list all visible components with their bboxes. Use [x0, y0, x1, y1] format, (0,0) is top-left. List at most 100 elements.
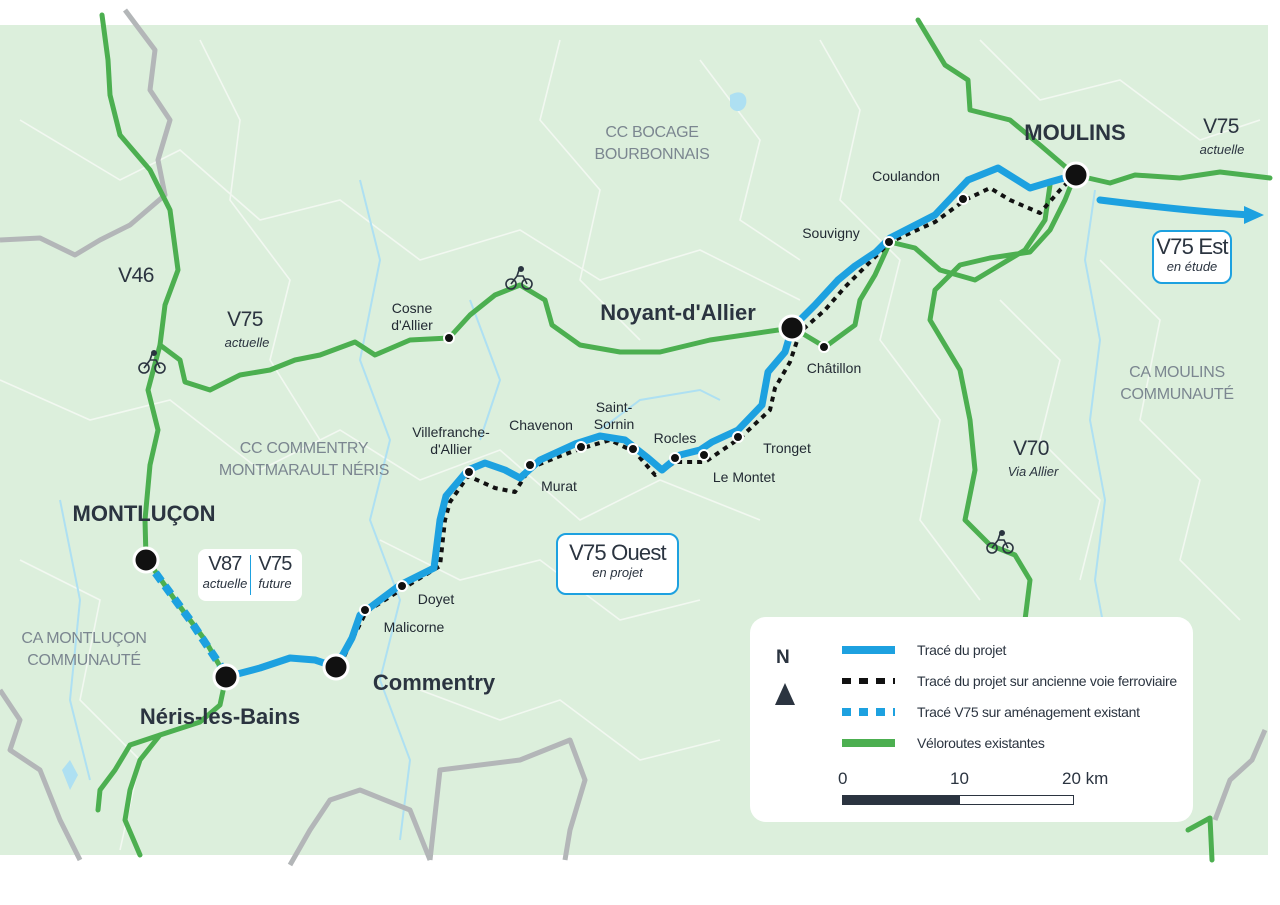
town-label-noyant: Noyant-d'Allier	[600, 300, 756, 325]
legend-label: Véloroutes existantes	[917, 735, 1045, 751]
stop-label-cosne: d'Allier	[391, 317, 433, 333]
legend-swatch-railway	[842, 678, 895, 684]
scale-label-10: 10	[950, 769, 969, 788]
v75-est-badge: V75 Est en étude	[1152, 230, 1232, 284]
stop-dot-saint-sornin[interactable]	[627, 443, 639, 455]
existing-veloroutes	[95, 12, 1273, 863]
scale-label-20: 20 km	[1062, 769, 1109, 788]
v75-existing-dashed	[142, 557, 226, 671]
stop-dot-chavenon[interactable]	[575, 441, 587, 453]
legend-swatch-existing-v75	[842, 708, 895, 716]
stop-label-rocles: Rocles	[654, 430, 697, 446]
area-montlucon-label: CA MONTLUÇON	[21, 630, 146, 647]
v75-ouest-status: en projet	[592, 565, 643, 580]
v75-future-name: V75	[258, 553, 292, 575]
area-montlucon-label: COMMUNAUTÉ	[27, 650, 140, 669]
town-dot-noyant[interactable]	[778, 314, 806, 342]
area-commentry-label: CC COMMENTRY	[240, 440, 369, 457]
stop-label-souvigny: Souvigny	[802, 225, 860, 241]
route-south-neris	[122, 674, 229, 858]
route-v70	[927, 172, 1078, 623]
stop-label-villefranche: d'Allier	[430, 441, 472, 457]
stop-dot-chatillon[interactable]	[818, 341, 830, 353]
town-label-montlucon: MONTLUÇON	[73, 501, 216, 526]
v87-status: actuelle	[202, 576, 248, 591]
town-dot-montlucon[interactable]	[132, 546, 160, 574]
stop-label-tronget: Tronget	[763, 440, 811, 456]
stop-label-coulandon: Coulandon	[872, 168, 940, 184]
route-lower-right	[1185, 815, 1215, 863]
v75-est-arrowhead	[1244, 206, 1264, 224]
stop-dots	[359, 193, 969, 616]
stop-dot-rocles[interactable]	[669, 452, 681, 464]
town-label-neris: Néris-les-Bains	[140, 704, 300, 729]
town-dots	[132, 161, 1090, 691]
area-commentry-label: MONTMARAULT NÉRIS	[219, 460, 389, 479]
stop-label-le-montet: Le Montet	[713, 469, 775, 485]
legend-item-existing-v75: Tracé V75 sur aménagement existant	[842, 702, 1140, 722]
scale-bar	[842, 795, 1074, 805]
legend-item-project: Tracé du projet	[842, 640, 1006, 660]
stop-label-villefranche: Villefranche-	[412, 424, 490, 440]
stop-label-malicorne: Malicorne	[384, 619, 445, 635]
stop-dot-murat[interactable]	[524, 459, 536, 471]
north-arrow-icon	[775, 683, 795, 705]
town-dot-commentry[interactable]	[322, 653, 350, 681]
stop-dot-coulandon[interactable]	[957, 193, 969, 205]
stop-dot-le-montet[interactable]	[698, 449, 710, 461]
river-lower-left	[62, 760, 78, 790]
route-label-v46: V46	[118, 264, 154, 287]
v75-est-title: V75 Est	[1156, 234, 1228, 259]
legend-item-veloroutes: Véloroutes existantes	[842, 733, 1045, 753]
cyclist-icon	[138, 349, 166, 374]
legend-label: Tracé du projet	[917, 642, 1007, 658]
v87-name: V87	[208, 553, 242, 575]
railway-project-trace	[338, 173, 1077, 666]
cyclist-icon	[986, 529, 1014, 554]
stop-dot-doyet[interactable]	[396, 580, 408, 592]
legend-swatch-veloroutes	[842, 739, 895, 747]
north-label: N	[776, 647, 790, 668]
v75-ouest-title: V75 Ouest	[569, 540, 667, 565]
area-bocage-label: CC BOCAGE	[605, 124, 698, 141]
route-status-v75-west: actuelle	[225, 335, 270, 350]
route-v75-west	[157, 282, 795, 393]
stop-label-saint-sornin: Sornin	[594, 416, 634, 432]
v75-future-status: future	[258, 576, 292, 591]
legend: N Tracé du projet Tracé du projet sur an…	[750, 617, 1193, 822]
stop-label-murat: Murat	[541, 478, 577, 494]
route-south-left	[95, 732, 163, 813]
stop-dot-tronget[interactable]	[732, 431, 744, 443]
route-status-v70: Via Allier	[1008, 464, 1059, 479]
stop-dot-cosne[interactable]	[443, 332, 455, 344]
v75-ouest-badge: V75 Ouest en projet	[556, 533, 679, 595]
route-north	[915, 17, 1078, 178]
stop-dot-malicorne[interactable]	[359, 604, 371, 616]
stop-dot-souvigny[interactable]	[883, 236, 895, 248]
v75-est-status: en étude	[1166, 259, 1218, 274]
town-dot-moulins[interactable]	[1062, 161, 1090, 189]
legend-item-railway: Tracé du projet sur ancienne voie ferrov…	[842, 671, 1177, 691]
route-label-v75-east: V75	[1203, 115, 1239, 138]
legend-label: Tracé V75 sur aménagement existant	[917, 704, 1140, 720]
area-moulins-label: COMMUNAUTÉ	[1120, 384, 1233, 403]
route-v75-east	[1072, 169, 1273, 186]
v87-separator	[250, 555, 251, 595]
town-label-commentry: Commentry	[373, 670, 496, 695]
scale-label-0: 0	[838, 769, 848, 788]
route-status-v75-east: actuelle	[1200, 142, 1245, 157]
route-loop-souvigny	[887, 182, 1053, 283]
lake	[730, 92, 747, 112]
stop-dot-villefranche[interactable]	[463, 466, 475, 478]
legend-swatch-project	[842, 646, 895, 654]
route-label-v70: V70	[1013, 437, 1049, 460]
stop-label-cosne: Cosne	[392, 300, 433, 316]
legend-label: Tracé du projet sur ancienne voie ferrov…	[917, 673, 1177, 689]
area-bocage-label: BOURBONNAIS	[595, 146, 710, 163]
stop-label-chavenon: Chavenon	[509, 417, 573, 433]
town-dot-neris[interactable]	[212, 663, 240, 691]
v75-est-arrow-line	[1096, 196, 1254, 219]
route-label-v75-west: V75	[227, 308, 263, 331]
cyclist-icon	[505, 265, 533, 290]
